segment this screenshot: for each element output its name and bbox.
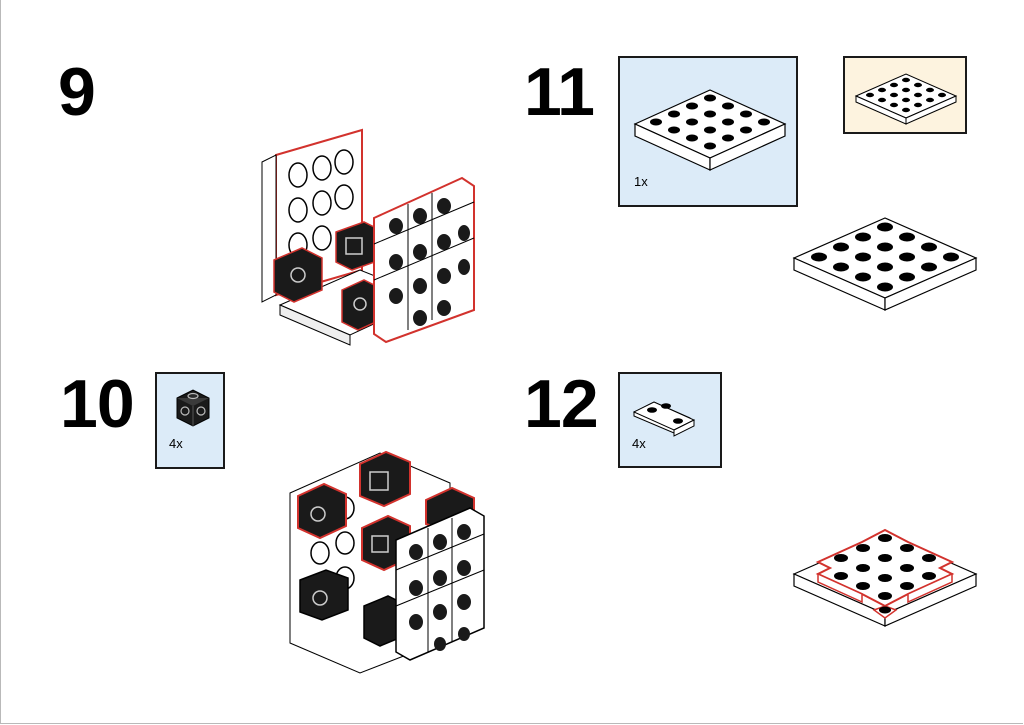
step-11-number: 11 (524, 54, 595, 130)
step-9-number: 9 (58, 54, 96, 130)
step-10-parts-box: 4x (155, 372, 225, 469)
step-10-number: 10 (60, 366, 135, 442)
assembled-plate-preview-icon (854, 73, 958, 125)
step-11-part-qty: 1x (634, 174, 648, 189)
step-10-model-illustration (289, 450, 485, 674)
step-10-part-qty: 4x (169, 436, 183, 451)
white-corner-plate-part-icon (632, 401, 696, 437)
step-12-number: 12 (524, 366, 599, 442)
white-4x4-plate-part-icon (633, 89, 787, 171)
step-11-parts-box: 1x (618, 56, 798, 207)
step-12-part-qty: 4x (632, 436, 646, 451)
step-9-model-illustration (261, 128, 475, 346)
step-11-preview-box (843, 56, 967, 134)
step-11-result-plate-illustration (792, 217, 978, 311)
black-brick-part-icon (176, 389, 210, 427)
step-12-parts-box: 4x (618, 372, 722, 468)
step-12-result-plate-illustration (792, 528, 978, 627)
